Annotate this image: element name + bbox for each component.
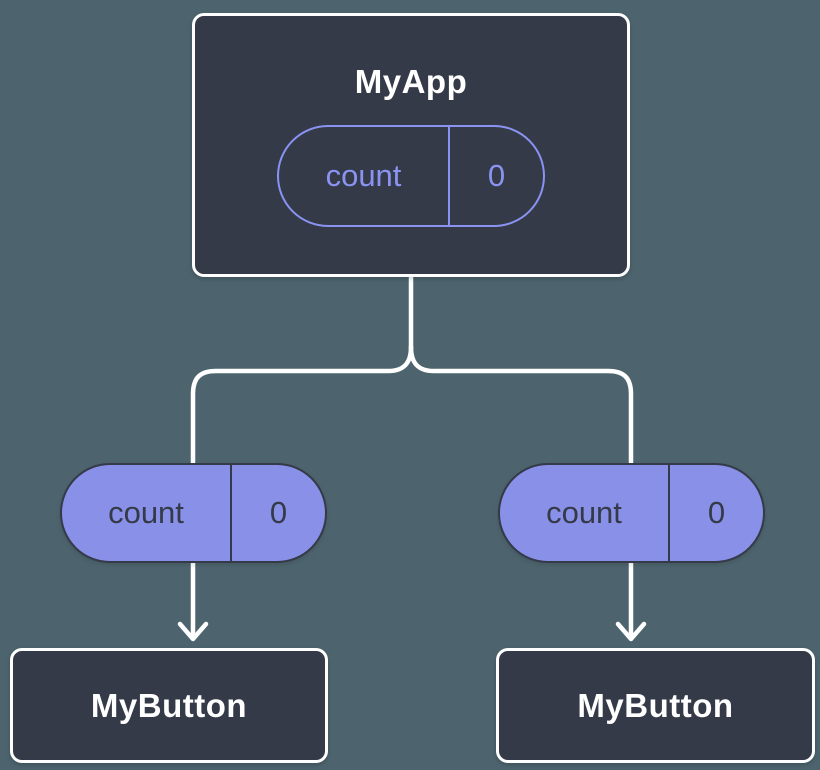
arrowhead-right-icon bbox=[615, 621, 647, 642]
branch-right-line bbox=[408, 344, 634, 641]
state-pill: count 0 bbox=[277, 125, 545, 227]
mybutton-node-left: MyButton bbox=[10, 648, 328, 763]
mybutton-right-title: MyButton bbox=[577, 686, 734, 724]
prop-pill-right-value: 0 bbox=[668, 465, 763, 561]
prop-pill-left: count 0 bbox=[60, 463, 327, 563]
state-pill-value: 0 bbox=[448, 127, 543, 225]
prop-pill-left-value: 0 bbox=[230, 465, 325, 561]
state-pill-label: count bbox=[325, 158, 402, 193]
prop-pill-right-label: count bbox=[546, 495, 622, 530]
mybutton-node-right: MyButton bbox=[496, 648, 815, 763]
prop-pill-right: count 0 bbox=[498, 463, 765, 563]
prop-pill-left-label: count bbox=[108, 495, 184, 530]
mybutton-left-title: MyButton bbox=[90, 686, 248, 724]
myapp-node-title: MyApp bbox=[354, 63, 468, 100]
branch-left-line bbox=[190, 344, 414, 641]
myapp-node: MyApp count 0 bbox=[192, 13, 630, 277]
arrowhead-left-icon bbox=[177, 621, 209, 642]
